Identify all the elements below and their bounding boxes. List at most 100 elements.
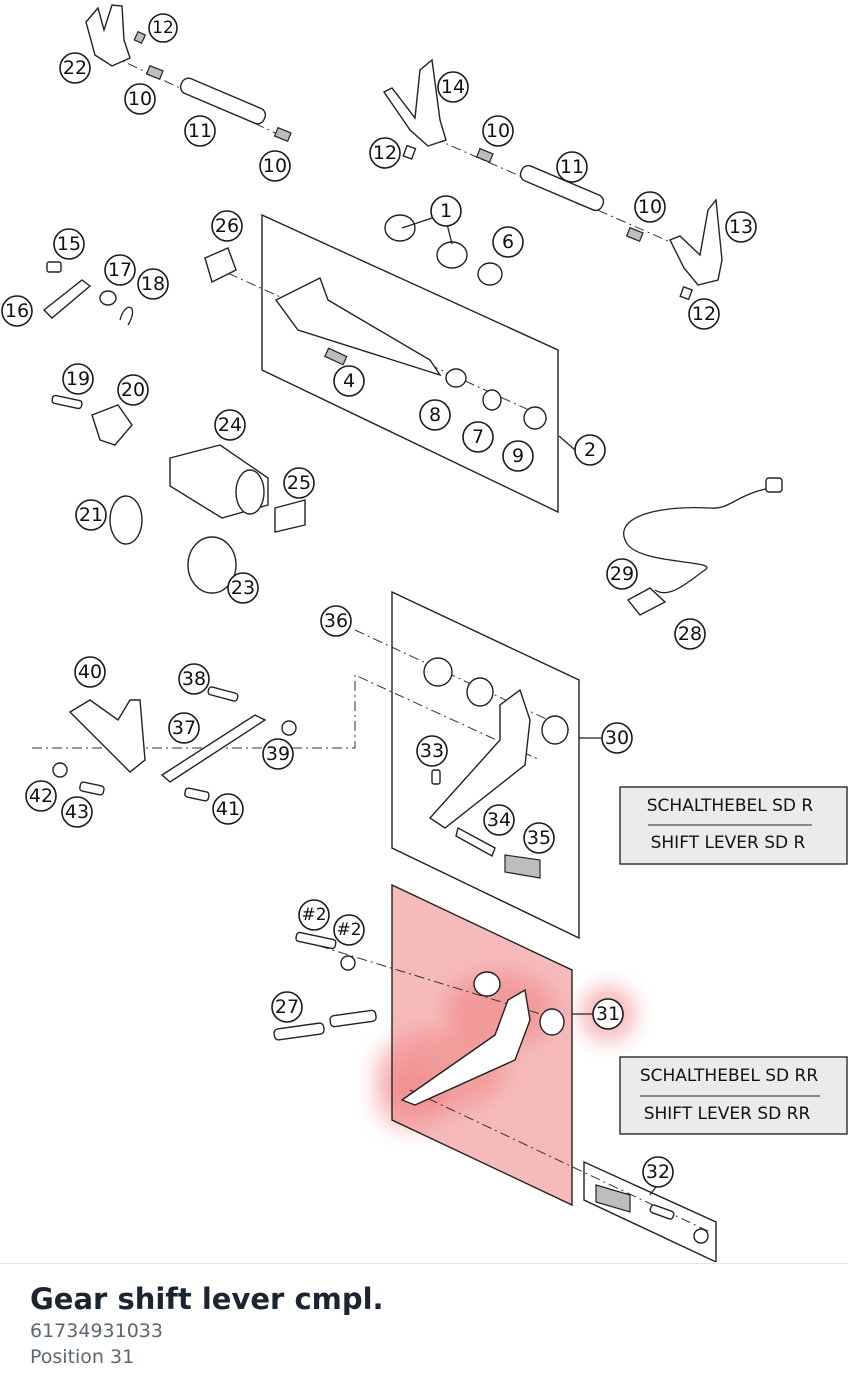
svg-text:20: 20	[121, 379, 145, 401]
svg-text:24: 24	[218, 414, 242, 436]
svg-text:12: 12	[152, 18, 174, 38]
svg-text:2: 2	[584, 439, 596, 461]
svg-text:22: 22	[63, 57, 87, 79]
callout-15[interactable]: 15	[53, 228, 85, 260]
svg-text:4: 4	[343, 370, 355, 392]
callout-17[interactable]: 17	[104, 254, 136, 286]
svg-text:#2: #2	[336, 920, 361, 940]
svg-text:30: 30	[605, 727, 629, 749]
callout-34[interactable]: 34	[483, 804, 515, 836]
svg-text:27: 27	[275, 996, 299, 1018]
svg-text:10: 10	[263, 155, 287, 177]
part-position: Position 31	[30, 1346, 135, 1368]
callout-29[interactable]: 29	[606, 558, 638, 590]
callout-19[interactable]: 19	[62, 363, 94, 395]
callout-23[interactable]: 23	[227, 572, 259, 604]
callout-6[interactable]: 6	[492, 226, 524, 258]
exploded-parts-diagram: 12 22 10 11 10 14 10 12 11 10 13 12 1 6 …	[1, 4, 848, 1262]
svg-text:12: 12	[373, 142, 397, 164]
callout-12[interactable]: 12	[369, 137, 401, 169]
callout-1[interactable]: 1	[430, 195, 462, 227]
callout-16[interactable]: 16	[1, 295, 33, 327]
svg-text:23: 23	[231, 577, 255, 599]
svg-text:40: 40	[78, 661, 102, 683]
callout-27[interactable]: 27	[271, 991, 303, 1023]
callout-10[interactable]: 10	[124, 83, 156, 115]
svg-text:19: 19	[66, 368, 90, 390]
svg-text:32: 32	[646, 1161, 670, 1183]
svg-text:11: 11	[188, 120, 212, 142]
callout-21[interactable]: 21	[75, 499, 107, 531]
label-box-sd-rr: SCHALTHEBEL SD RR SHIFT LEVER SD RR	[619, 1056, 848, 1135]
callout-18[interactable]: 18	[137, 268, 169, 300]
sensor-cable-29	[623, 487, 771, 594]
svg-text:35: 35	[527, 827, 551, 849]
callout-10[interactable]: 10	[634, 191, 666, 223]
callout-26[interactable]: 26	[211, 210, 243, 242]
assembly-frames	[261, 213, 717, 1262]
svg-text:13: 13	[729, 216, 753, 238]
svg-text:14: 14	[441, 76, 465, 98]
label-box-sd-r: SCHALTHEBEL SD R SHIFT LEVER SD R	[619, 786, 848, 865]
svg-text:11: 11	[560, 156, 584, 178]
callout-13[interactable]: 13	[725, 211, 757, 243]
callout-hash-2[interactable]: #2	[298, 899, 330, 931]
callout-4[interactable]: 4	[333, 365, 365, 397]
svg-text:38: 38	[182, 668, 206, 690]
callout-32[interactable]: 32	[642, 1156, 674, 1188]
callout-7[interactable]: 7	[462, 421, 494, 453]
callout-30[interactable]: 30	[601, 722, 633, 754]
svg-text:12: 12	[692, 303, 716, 325]
callout-36[interactable]: 36	[320, 605, 352, 637]
svg-text:17: 17	[108, 259, 132, 281]
svg-text:9: 9	[512, 445, 524, 467]
callout-35[interactable]: 35	[523, 822, 555, 854]
callout-43[interactable]: 43	[61, 796, 93, 828]
svg-text:29: 29	[610, 563, 634, 585]
callout-list: 12 22 10 11 10 14 10 12 11 10 13 12 1 6 …	[1, 13, 757, 1188]
axis-lines	[32, 54, 711, 1233]
callout-41[interactable]: 41	[212, 793, 244, 825]
callout-20[interactable]: 20	[117, 374, 149, 406]
svg-text:1: 1	[440, 200, 452, 222]
callout-24[interactable]: 24	[214, 409, 246, 441]
svg-text:39: 39	[266, 743, 290, 765]
callout-10[interactable]: 10	[259, 150, 291, 182]
callout-31[interactable]: 31	[592, 998, 624, 1030]
svg-text:25: 25	[287, 472, 311, 494]
callout-25[interactable]: 25	[283, 467, 315, 499]
svg-text:10: 10	[128, 88, 152, 110]
callout-42[interactable]: 42	[25, 780, 57, 812]
footpeg-spring-35	[504, 854, 541, 879]
frame-2	[261, 213, 559, 514]
callout-40[interactable]: 40	[74, 656, 106, 688]
callout-22[interactable]: 22	[59, 52, 91, 84]
callout-28[interactable]: 28	[674, 618, 706, 650]
callout-hash-2[interactable]: #2	[333, 914, 365, 946]
svg-text:33: 33	[420, 740, 444, 762]
part-number: 61734931033	[30, 1320, 163, 1342]
shift-fork-13	[669, 198, 723, 286]
frame-31	[391, 883, 573, 1207]
callout-33[interactable]: 33	[416, 735, 448, 767]
callout-39[interactable]: 39	[262, 738, 294, 770]
shift-fork-14	[382, 58, 447, 147]
svg-text:15: 15	[57, 233, 81, 255]
svg-text:21: 21	[79, 504, 103, 526]
svg-text:41: 41	[216, 798, 240, 820]
callout-9[interactable]: 9	[502, 440, 534, 472]
label-sd-r-de: SCHALTHEBEL SD R	[647, 796, 814, 816]
callout-11[interactable]: 11	[556, 151, 588, 183]
callout-37[interactable]: 37	[168, 712, 200, 744]
label-sd-r-en: SHIFT LEVER SD R	[651, 833, 806, 853]
callout-14[interactable]: 14	[437, 71, 469, 103]
callout-8[interactable]: 8	[419, 399, 451, 431]
callout-12[interactable]: 12	[688, 298, 720, 330]
callout-12[interactable]: 12	[148, 13, 178, 43]
callout-38[interactable]: 38	[178, 663, 210, 695]
frame-32	[583, 1160, 717, 1262]
callout-11[interactable]: 11	[184, 115, 216, 147]
callout-10[interactable]: 10	[482, 115, 514, 147]
callout-2[interactable]: 2	[574, 434, 606, 466]
svg-text:31: 31	[596, 1003, 620, 1025]
